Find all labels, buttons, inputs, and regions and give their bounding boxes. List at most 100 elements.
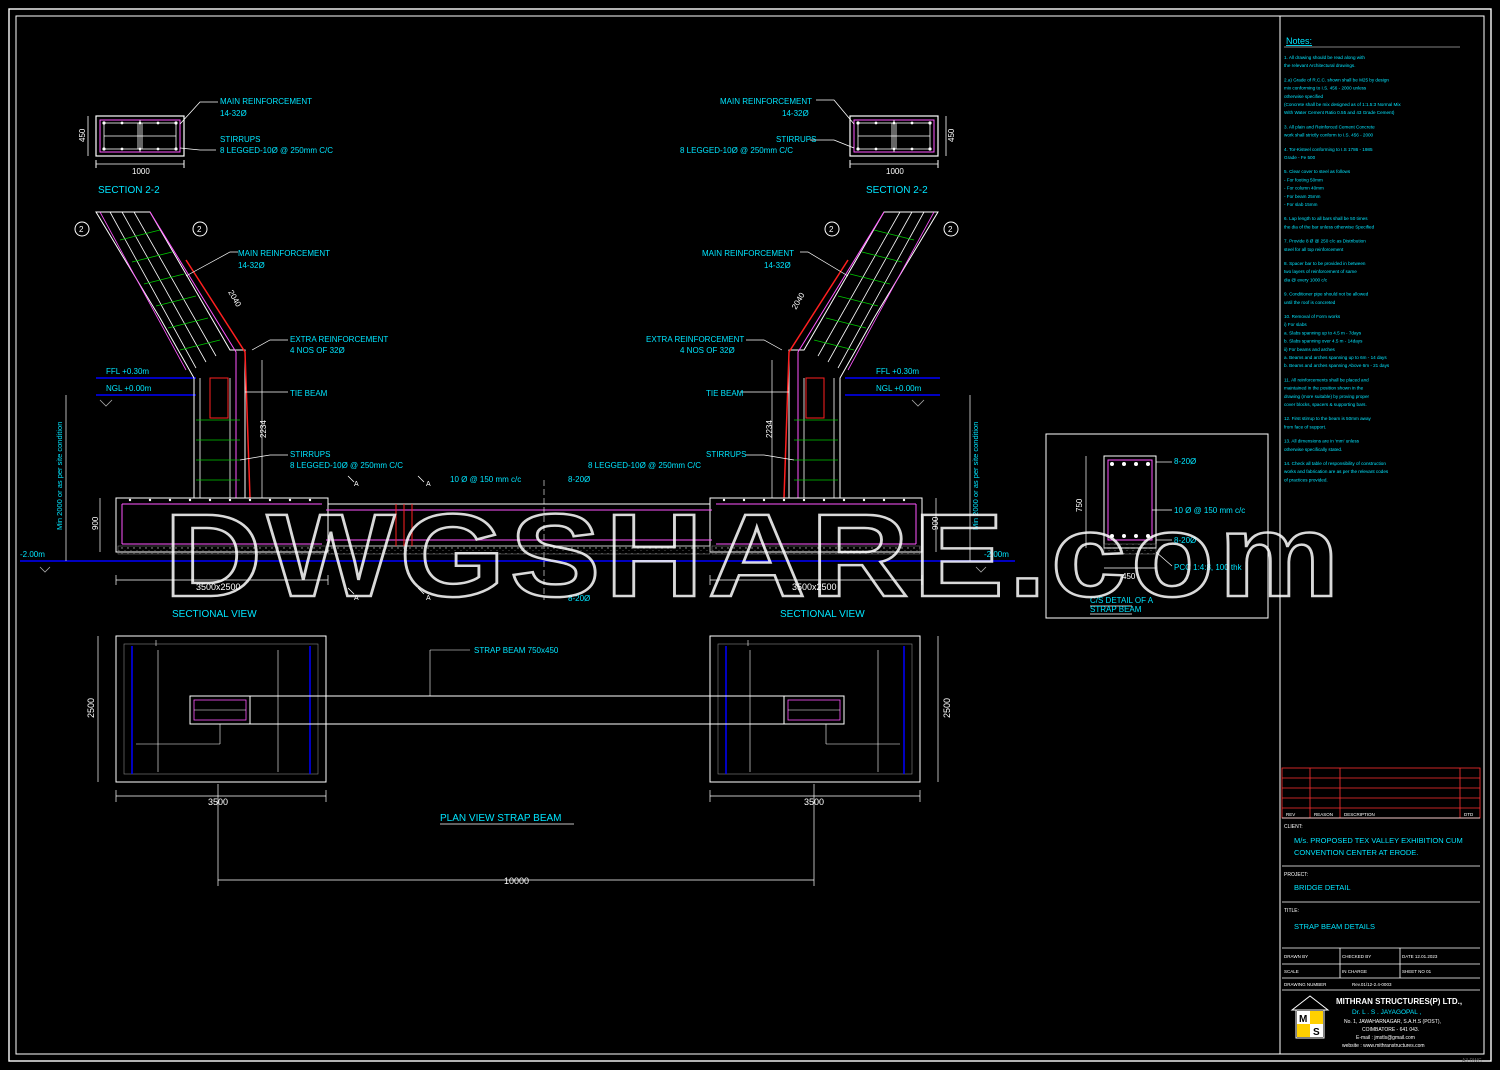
cs-detail [1045, 433, 1269, 619]
sv-left-level: -2.00m [20, 550, 45, 559]
note-line: (Concrete shall be mix designed as of 1:… [1284, 102, 1401, 107]
sv-cut-a: A [354, 595, 359, 602]
section-2-2-right [810, 99, 947, 168]
project-value: BRIDGE DETAIL [1294, 883, 1351, 892]
client-line-1: M/s. PROPOSED TEX VALLEY EXHIBITION CUM [1294, 836, 1463, 845]
website: website : www.mithranstructures.com [1342, 1043, 1425, 1049]
note-line: 4. Tor-Kisteel conforming to I.S 1786 - … [1284, 147, 1373, 152]
sv-right-main-value: 14-32Ø [764, 261, 791, 270]
sheet-border-inner [15, 15, 1485, 1055]
drawing-number-label: DRAWING NUMBER [1284, 982, 1327, 987]
note-line: otherwise specifically stated. [1284, 447, 1342, 452]
note-line: the relevant Architectural drawings. [1284, 63, 1356, 68]
sv-left-min: Min 2000 or as per site condition [55, 422, 64, 530]
sv-left-2234: 2234 [259, 420, 268, 438]
logo-letter-s: S [1313, 1027, 1320, 1038]
note-line: ii) For beams and arches [1284, 347, 1336, 352]
sv-left-main-label: MAIN REINFORCEMENT [238, 249, 330, 258]
leader-lines [185, 251, 849, 461]
note-line: 8. Spacer bar to be provided in between [1284, 261, 1366, 266]
title-block-grid [1281, 767, 1481, 991]
cs-title-2: STRAP BEAM [1090, 605, 1142, 614]
sv-left-title: SECTIONAL VIEW [172, 609, 257, 620]
section-right-main-value: 14-32Ø [782, 109, 809, 118]
sv-bar-top: 8-20Ø [568, 475, 590, 484]
note-line: Grade - Fe 500 [1284, 155, 1316, 160]
engineer-name: Dr. L . S . JAYAGOPAL , [1352, 1009, 1421, 1016]
sv-right-extra-label: EXTRA REINFORCEMENT [646, 335, 744, 344]
grid-markers [74, 221, 959, 237]
note-line: - For column 40mm [1284, 186, 1324, 191]
drawn-by: DRAWN BY [1284, 954, 1308, 959]
section-right-title: SECTION 2-2 [866, 185, 928, 196]
section-left-title: SECTION 2-2 [98, 185, 160, 196]
sv-mid-stirrup: 10 Ø @ 150 mm c/c [450, 475, 521, 484]
date: DATE 12.01.2023 [1402, 954, 1438, 959]
approved: IN CHARGE [1342, 969, 1367, 974]
section-cut-markers [347, 475, 425, 595]
drawing-number: Rev.01/12-2.4-0003 [1352, 982, 1392, 987]
sv-right-ngl: NGL +0.00m [876, 384, 922, 393]
sv-left-main-value: 14-32Ø [238, 261, 265, 270]
watermark-text: DWGSHARE.com [164, 490, 1344, 622]
sv-right-min: Min 2000 or as per site condition [971, 422, 980, 530]
note-line: 6. Lap length to all bars shall be 50 ti… [1284, 216, 1368, 221]
sv-right-extra-value: 4 NOS OF 32Ø [680, 346, 735, 355]
note-line: 5. Clear cover to steel as follows [1284, 169, 1351, 174]
sv-cut-a: A [354, 481, 359, 488]
note-line: drawing (more suitable) by proving prope… [1284, 394, 1369, 399]
sv-left-footing: 3500x2500 [196, 582, 241, 592]
left-column [95, 211, 251, 499]
rev-col-description: DESCRIPTION [1344, 812, 1375, 817]
note-line: two layers of reinforcement of same [1284, 269, 1357, 274]
sheet-border-outer [8, 8, 1492, 1062]
section-right-main-label: MAIN REINFORCEMENT [720, 97, 812, 106]
sv-left-extra-label: EXTRA REINFORCEMENT [290, 335, 388, 344]
sv-right-title: SECTIONAL VIEW [780, 609, 865, 620]
note-line: mix conforming to I.S. 456 - 2000 unless [1284, 86, 1367, 91]
cs-height: 750 [1075, 498, 1084, 512]
sv-left-stirrup-label: STIRRUPS [290, 450, 330, 459]
note-line: a. Slabs spanning up to 4.5 m - 7days [1284, 330, 1362, 335]
sv-right-2040: 2040 [790, 291, 807, 311]
notes-list: 1. All drawing should be read along with… [1284, 55, 1401, 482]
ground-lines [20, 377, 1015, 562]
note-line: - For beam 25mm [1284, 194, 1321, 199]
address-line-1: No. 1, JAWAHARNAGAR, S.A.H.S (POST), [1344, 1019, 1441, 1025]
title-label: TITLE: [1284, 908, 1299, 914]
sv-right-depth: 900 [931, 516, 940, 530]
plan-left-width: 3500 [208, 797, 228, 807]
note-line: 2.a) Grade of R.C.C. shown shall be M25 … [1284, 77, 1389, 82]
sv-right-main-label: MAIN REINFORCEMENT [702, 249, 794, 258]
note-line: work shall strictly conform to I.S. 456 … [1284, 133, 1374, 138]
plan-view [97, 635, 939, 886]
company-logo [1290, 995, 1330, 1039]
section-left-main-label: MAIN REINFORCEMENT [220, 97, 312, 106]
note-line: from face of support. [1284, 424, 1326, 429]
section-2-2-left [87, 101, 218, 168]
sv-left-depth: 900 [91, 516, 100, 530]
section-left-stirrup-value: 8 LEGGED-10Ø @ 250mm C/C [220, 146, 333, 155]
note-line: b. Slabs spanning over 4.5 m - 14days [1284, 339, 1363, 344]
sheet-no: SHEET NO 01 [1402, 969, 1432, 974]
sv-left-tie-beam: TIE BEAM [290, 389, 328, 398]
section-left-stirrup-label: STIRRUPS [220, 135, 260, 144]
notes-title: Notes: [1286, 36, 1312, 46]
grid-label: 2 [79, 225, 84, 234]
sv-right-footing: 3500x2500 [792, 582, 837, 592]
sv-left-2040: 2040 [226, 289, 243, 309]
sv-right-ffl: FFL +0.30m [876, 367, 919, 376]
rev-col-rev: REV [1286, 812, 1295, 817]
note-line: 12. First stirrup to the beam is 50mm aw… [1284, 416, 1372, 421]
cs-bar-bottom: 8-20Ø [1174, 536, 1196, 545]
note-line: works and fabrication are as per the rel… [1284, 469, 1389, 474]
note-line: 14. Check all table of responsibility of… [1284, 461, 1386, 466]
sv-right-level: -2.00m [984, 550, 1009, 559]
plan-strap-label: STRAP BEAM 750x450 [474, 646, 559, 655]
section-right-width: 1000 [886, 167, 904, 176]
note-line: cover blocks, spacers & supporting bars. [1284, 402, 1367, 407]
note-line: b. Beams and arches spanning Above 6m - … [1284, 363, 1390, 368]
sv-right-2234: 2234 [765, 420, 774, 438]
note-line: until the roof is concreted [1284, 300, 1336, 305]
